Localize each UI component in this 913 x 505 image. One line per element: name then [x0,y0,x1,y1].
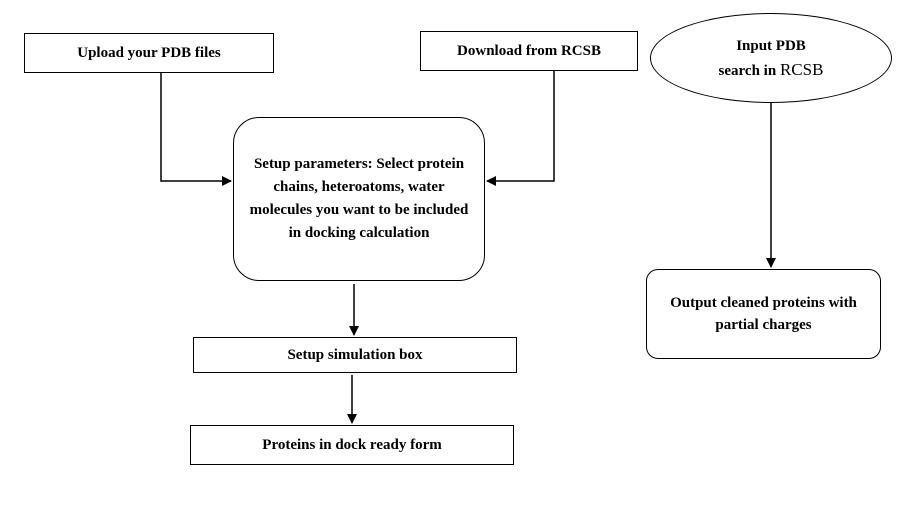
setup-simulation-box-node: Setup simulation box [193,337,517,373]
input-pdb-search-node: Input PDB search in RCSB [650,13,892,103]
setup-simulation-box-label: Setup simulation box [287,347,423,363]
upload-pdb-node: Upload your PDB files [24,33,274,73]
input-rcsb-text: RCSB [779,59,824,79]
dock-ready-label: Proteins in dock ready form [262,437,442,453]
setup-parameters-label: Setup parameters: Select protein chains,… [249,156,469,241]
download-rcsb-label: Download from RCSB [457,43,601,59]
connector-upload-to-setup [160,73,232,186]
input-pdb-label-line2: search in RCSB [719,58,824,83]
connector-download-to-setup [486,71,555,186]
output-cleaned-proteins-node: Output cleaned proteins with partial cha… [646,269,881,359]
upload-pdb-label: Upload your PDB files [77,45,221,61]
dock-ready-node: Proteins in dock ready form [190,425,514,465]
download-rcsb-node: Download from RCSB [420,31,638,71]
output-cleaned-proteins-label: Output cleaned proteins with partial cha… [670,295,857,333]
input-search-text: search in [718,62,780,79]
input-pdb-label-line1: Input PDB [736,37,806,54]
setup-parameters-node: Setup parameters: Select protein chains,… [233,117,485,281]
